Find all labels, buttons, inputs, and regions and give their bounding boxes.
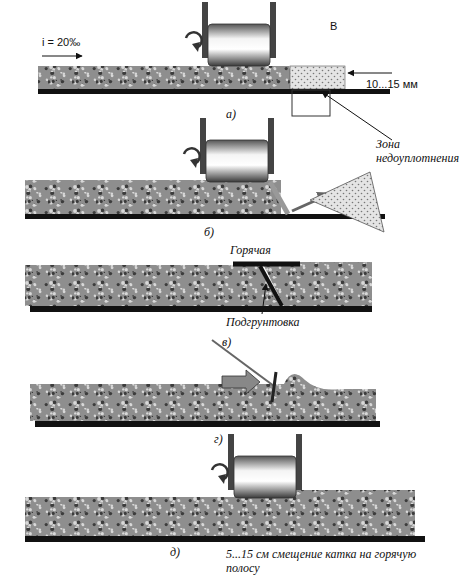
- roller: [184, 118, 274, 182]
- base-layer: [30, 306, 372, 312]
- zone-label: Зона недоуплотнения: [376, 138, 462, 166]
- panel-label: в): [222, 336, 231, 350]
- base-layer: [25, 214, 385, 219]
- hot-strip: [233, 262, 300, 267]
- note-label: 5...15 см смещение катка на горячую поло…: [226, 548, 446, 576]
- asphalt-layer: [25, 497, 287, 536]
- slope-edge: [270, 182, 288, 214]
- leader-line: [262, 284, 266, 314]
- layer-label: Горячая: [230, 244, 271, 258]
- asphalt-layer: [38, 66, 290, 89]
- base-layer: [25, 536, 425, 542]
- hot-layer: [284, 374, 376, 421]
- panel-label: а): [226, 108, 236, 122]
- edge-zone: [290, 66, 345, 89]
- point-label: В: [330, 20, 337, 33]
- undercompaction-zone: [310, 172, 384, 232]
- dimension-label: 10...15 мм: [366, 78, 418, 91]
- panel-label: д): [170, 546, 180, 560]
- asphalt-layer: [25, 180, 281, 214]
- move-arrow: [222, 370, 260, 394]
- asphalt-layer: [25, 265, 280, 306]
- hot-layer: [287, 490, 415, 536]
- roller: [186, 2, 276, 66]
- rake-blade: [272, 372, 276, 402]
- roller: [212, 434, 302, 498]
- slope-arrow: [42, 56, 82, 57]
- tack-coat-label: Подгрунтовка: [226, 316, 300, 330]
- panel-label: б): [204, 226, 214, 240]
- base-layer: [38, 89, 390, 94]
- panel-label: г): [214, 433, 223, 447]
- base-layer: [35, 421, 380, 427]
- pointer-arrow: [348, 73, 392, 74]
- slope-label: i = 20‰: [42, 36, 80, 49]
- leader-line: [322, 92, 392, 140]
- tack-coat: [260, 266, 282, 306]
